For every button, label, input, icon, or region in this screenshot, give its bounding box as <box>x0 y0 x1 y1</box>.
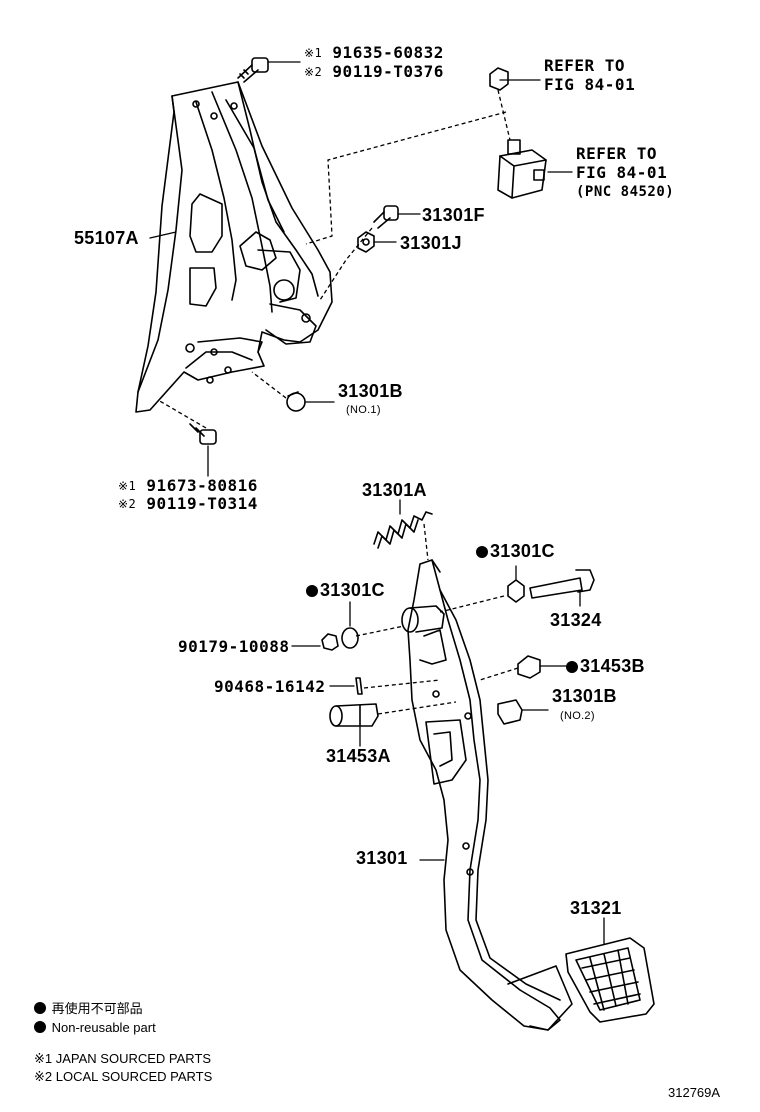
label-bolt-top-1: ※1 91635-60832 <box>304 43 444 63</box>
label-90468-16142: 90468-16142 <box>214 677 326 696</box>
refer-stop-line1: REFER TO <box>576 144 658 163</box>
refer-stop-line3: (PNC 84520) <box>576 184 675 200</box>
legend-non-reusable-en: Non-reusable part <box>34 1019 156 1037</box>
label-bolt-bottom-2: ※2 90119-T0314 <box>118 494 258 514</box>
label-31301b-no2: 31301B <box>552 686 617 706</box>
legend-mark: ※1 <box>34 1051 53 1066</box>
pedal-arm-31301 <box>407 559 573 1031</box>
cushion-31301b-no1 <box>286 391 306 412</box>
non-reusable-dot-icon <box>34 1021 46 1033</box>
refer-stop-line2: FIG 84-01 <box>576 163 668 182</box>
non-reusable-dot-icon <box>566 661 578 673</box>
part-number: 91673-80816 <box>146 476 258 495</box>
non-reusable-dot-icon <box>476 546 488 558</box>
bushing-31301c-left <box>341 627 359 649</box>
part-number: 31453B <box>580 656 645 676</box>
label-90179-10088: 90179-10088 <box>178 637 290 656</box>
mark-1: ※1 <box>304 46 323 60</box>
label-31453a: 31453A <box>326 746 391 766</box>
refer-switch-line1: REFER TO <box>544 56 626 75</box>
label-bolt-top-2: ※2 90119-T0376 <box>304 62 444 82</box>
mark-2: ※2 <box>304 65 323 79</box>
mark-2: ※2 <box>118 497 137 511</box>
legend-text: LOCAL SOURCED PARTS <box>55 1069 213 1084</box>
legend-text: Non-reusable part <box>51 1020 156 1035</box>
label-31301b-no1-sub: (NO.1) <box>346 404 381 416</box>
bolt-bottom <box>189 423 217 445</box>
label-31324: 31324 <box>550 610 602 630</box>
legend-mark: ※2 <box>34 1069 53 1084</box>
legend-text: JAPAN SOURCED PARTS <box>55 1051 212 1066</box>
pin-90468-16142 <box>355 677 363 695</box>
part-number: 91635-60832 <box>332 43 444 62</box>
label-55107a: 55107A <box>74 228 139 248</box>
label-31301: 31301 <box>356 848 408 868</box>
mark-1: ※1 <box>118 479 137 493</box>
label-31301c-left: 31301C <box>306 580 385 600</box>
pedal-boss <box>401 605 445 633</box>
pedal-pad-31321 <box>565 937 655 1023</box>
bolt-top <box>237 57 269 83</box>
bolt-31324 <box>529 569 595 599</box>
nut-31301j <box>357 231 375 253</box>
bushing-31301c-right <box>507 579 525 603</box>
figure-id: 312769A <box>668 1085 721 1100</box>
cushion-31301b-no2 <box>497 699 523 725</box>
label-31301c-right: 31301C <box>476 541 555 561</box>
legend-japan-sourced: ※1 JAPAN SOURCED PARTS <box>34 1050 211 1068</box>
part-number: 31301C <box>490 541 555 561</box>
legend-text: 再使用不可部品 <box>51 1001 143 1016</box>
label-31301b-no1: 31301B <box>338 381 403 401</box>
non-reusable-dot-icon <box>306 585 318 597</box>
non-reusable-dot-icon <box>34 1002 46 1014</box>
switch-nut <box>489 67 509 91</box>
label-31301b-no2-sub: (NO.2) <box>560 710 595 722</box>
assembly-lines <box>157 89 519 715</box>
clevis-31453b <box>517 655 541 679</box>
legend-local-sourced: ※2 LOCAL SOURCED PARTS <box>34 1068 212 1086</box>
label-31301j: 31301J <box>400 233 462 253</box>
part-number: 31301C <box>320 580 385 600</box>
return-spring-31301a <box>373 511 433 549</box>
bolt-31301f <box>373 205 399 229</box>
pedal-bracket-55107a <box>135 81 333 413</box>
refer-switch-line2: FIG 84-01 <box>544 75 636 94</box>
part-number: 90119-T0376 <box>332 62 444 81</box>
label-31301a: 31301A <box>362 480 427 500</box>
legend-non-reusable-jp: 再使用不可部品 <box>34 1000 143 1018</box>
label-31301f: 31301F <box>422 205 485 225</box>
part-number: 90119-T0314 <box>146 494 258 513</box>
nut-90179-10088 <box>321 633 339 651</box>
label-31453b: 31453B <box>566 656 645 676</box>
label-bolt-bottom-1: ※1 91673-80816 <box>118 476 258 496</box>
label-31321: 31321 <box>570 898 622 918</box>
clevis-pin-31453a <box>329 703 379 727</box>
stop-lamp-switch <box>497 139 547 199</box>
